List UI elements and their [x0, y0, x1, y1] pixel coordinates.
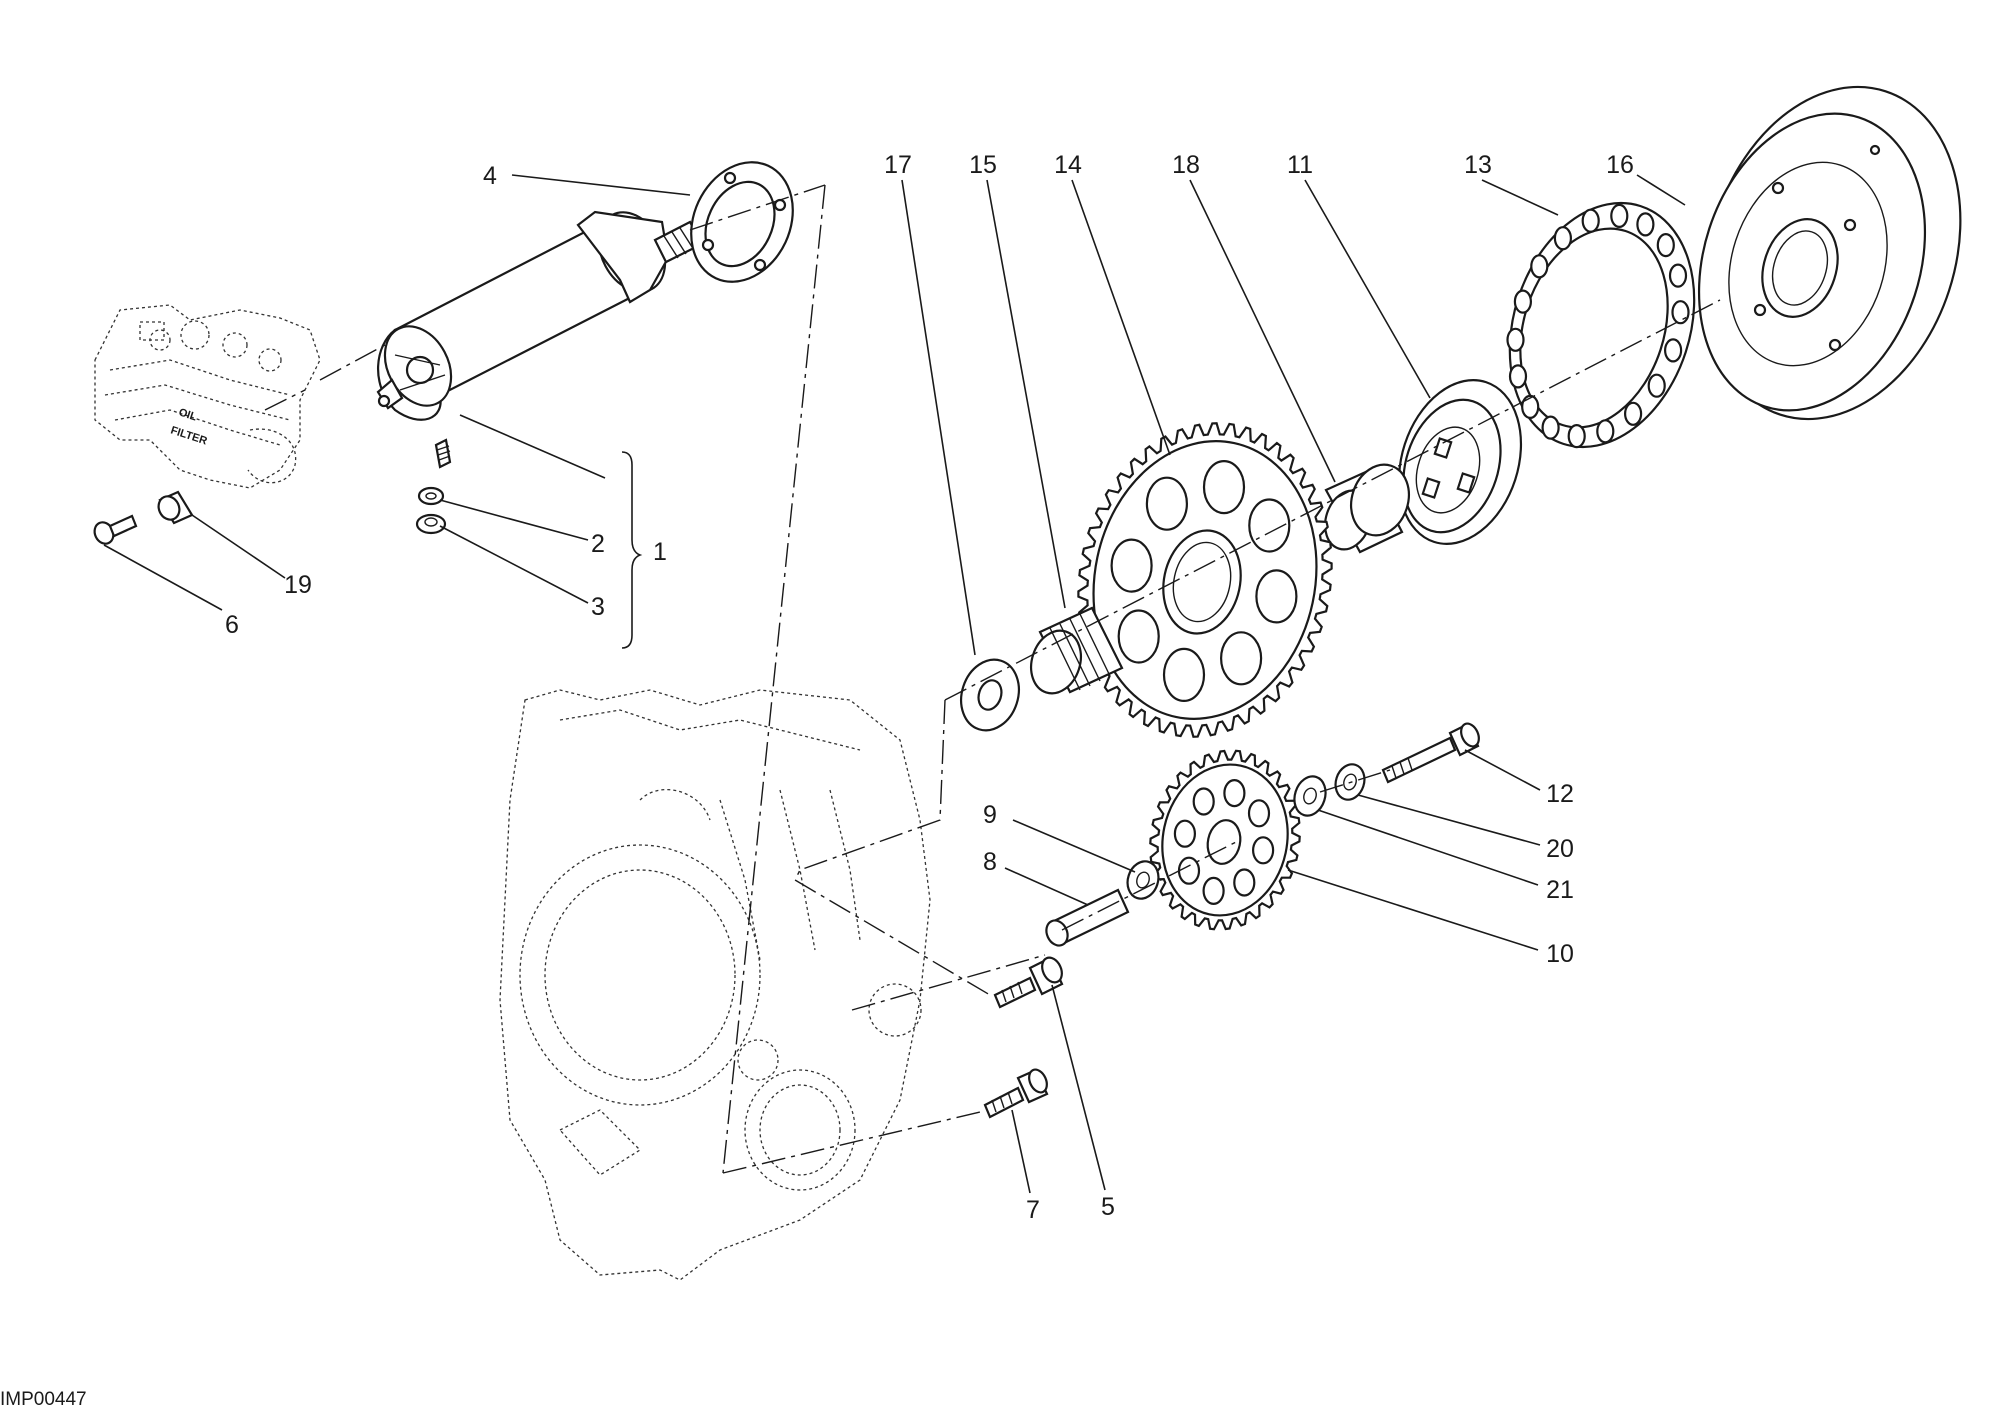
roller-holes-hole	[1506, 327, 1525, 352]
roller-holes	[1506, 203, 1690, 449]
gear-holes-hole	[1202, 460, 1246, 515]
flywheel	[1697, 85, 1962, 421]
freewheel-ring	[1506, 201, 1696, 449]
callout-6: 6	[225, 611, 239, 639]
freewheel-hub	[1397, 379, 1523, 545]
roller-holes-hole	[1521, 394, 1540, 419]
screw-5	[993, 956, 1064, 1009]
oil-label: OIL	[177, 406, 198, 423]
gear-holes-hole	[1110, 538, 1153, 593]
roller-holes-hole	[1636, 212, 1655, 237]
roller-holes-hole	[1530, 254, 1549, 279]
needle-bearing	[1030, 606, 1124, 695]
small-gear-holes-hole	[1223, 778, 1246, 808]
gear-holes-hole	[1117, 609, 1160, 664]
callout-10: 10	[1546, 940, 1574, 968]
starter-motor	[376, 210, 704, 469]
callout-3: 3	[591, 593, 605, 621]
shaft-washer	[1126, 860, 1160, 900]
small-gear-holes	[1173, 778, 1275, 906]
roller-holes-hole	[1508, 364, 1528, 389]
callout-14: 14	[1054, 151, 1082, 179]
callout-15: 15	[969, 151, 997, 179]
crankcase-ghost	[499, 689, 931, 1281]
callout-19: 19	[284, 571, 312, 599]
small-gear-holes-hole	[1251, 836, 1275, 865]
callout-12: 12	[1546, 780, 1574, 808]
roller-holes-hole	[1623, 401, 1643, 426]
gear-holes-hole	[1162, 647, 1206, 703]
long-bolt	[1381, 722, 1480, 784]
idler-gear	[1149, 749, 1301, 931]
screw-7	[983, 1068, 1049, 1119]
callout-4: 4	[483, 162, 497, 190]
callout-8: 8	[983, 848, 997, 876]
leader-lines	[103, 174, 1686, 1194]
nut-3	[415, 513, 447, 535]
callout-numbers: 4 17 15 14 18 11 13 16 2 1 3 19 6 9 8 12…	[225, 151, 1634, 1224]
callout-1: 1	[653, 538, 667, 566]
roller-holes-hole	[1647, 373, 1666, 398]
kit-brace	[621, 451, 643, 649]
engine-head-ghost: OIL FILTER	[94, 304, 321, 489]
large-gear	[1077, 422, 1333, 738]
callout-9: 9	[983, 801, 997, 829]
callout-18: 18	[1172, 151, 1200, 179]
callout-17: 17	[884, 151, 912, 179]
small-gear-holes-hole	[1192, 787, 1215, 816]
roller-holes-hole	[1596, 419, 1615, 444]
roller-holes-hole	[1656, 233, 1675, 258]
roller-holes-hole	[1610, 203, 1629, 228]
callout-7: 7	[1026, 1196, 1040, 1224]
roller-holes-hole	[1581, 208, 1600, 233]
roller-holes-hole	[1513, 289, 1533, 314]
callout-13: 13	[1464, 151, 1492, 179]
callout-2: 2	[591, 530, 605, 558]
filter-label: FILTER	[169, 424, 209, 447]
bushing	[1324, 463, 1410, 554]
small-gear-holes-hole	[1247, 799, 1271, 828]
small-gear-holes-hole	[1233, 868, 1256, 897]
roller-holes-hole	[1668, 263, 1688, 288]
callout-5: 5	[1101, 1193, 1115, 1221]
callout-21: 21	[1546, 876, 1574, 904]
diagram-code: IMP00447	[0, 1389, 87, 1410]
roller-holes-hole	[1567, 424, 1586, 449]
gear-holes	[1110, 460, 1298, 703]
roller-holes-hole	[1663, 338, 1683, 363]
assembly-axes	[264, 184, 1721, 1174]
callout-16: 16	[1606, 151, 1634, 179]
idler-shaft	[1045, 888, 1130, 947]
roller-holes-hole	[1541, 415, 1560, 440]
spacer-19	[157, 490, 194, 525]
gear-holes-hole	[1219, 631, 1263, 686]
starter-gasket	[690, 161, 794, 283]
screw-6	[93, 514, 138, 545]
washer-21	[1293, 775, 1327, 817]
callout-20: 20	[1546, 835, 1574, 863]
thrust-washer	[960, 658, 1020, 732]
callout-11: 11	[1287, 151, 1313, 179]
small-gear-holes-hole	[1202, 876, 1225, 906]
roller-holes-hole	[1553, 226, 1573, 251]
roller-holes-hole	[1671, 300, 1690, 325]
small-gear-holes-hole	[1173, 819, 1197, 848]
gear-holes-hole	[1255, 569, 1298, 624]
washer-2	[417, 486, 445, 506]
gear-holes-hole	[1145, 476, 1189, 531]
